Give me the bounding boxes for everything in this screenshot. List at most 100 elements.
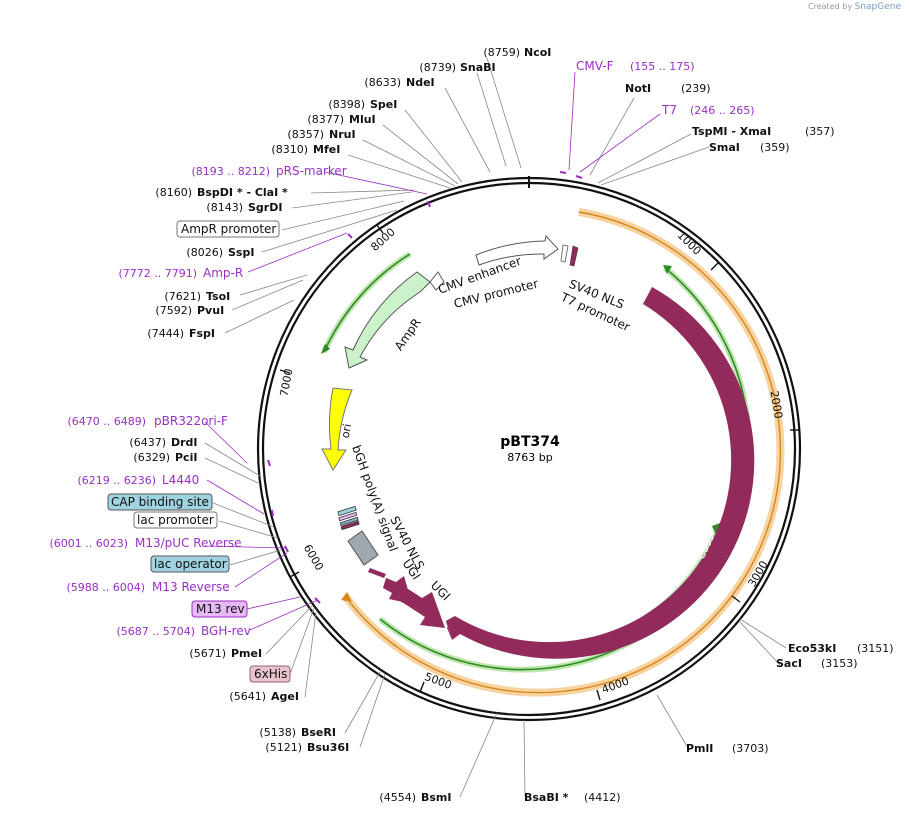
enz-name-noti[interactable]: NotI [625, 82, 651, 95]
enz-name-ncoi[interactable]: NcoI [524, 46, 551, 59]
enz-pos-pmli: (3703) [732, 742, 769, 755]
enz-pos-bspdi: (8160) [155, 186, 192, 199]
plasmid-size: 8763 bp [507, 451, 552, 464]
enz-name-mfei[interactable]: MfeI [313, 143, 340, 156]
primer-mark-l4440 [271, 509, 274, 517]
box-label-6xhis: 6xHis [254, 667, 287, 681]
primer-mark-ampr [347, 233, 353, 239]
orange-arc [344, 211, 782, 694]
green-arc1-head [663, 265, 672, 274]
cap-site-mark [337, 505, 357, 517]
tick-2000: 2000 [767, 390, 785, 420]
green-arc3-head [321, 344, 330, 354]
box-label-lac-promoter: lac promoter [137, 513, 214, 527]
enz-pos-saci: (3153) [821, 657, 858, 670]
enz-name-spei[interactable]: SpeI [370, 98, 397, 111]
cmv-enhancer-feature[interactable] [475, 234, 559, 266]
enz-pos-bsmi: (4554) [379, 791, 416, 804]
enz-name-bsmi[interactable]: BsmI [421, 791, 452, 804]
box-label-lac-operator: lac operator [154, 557, 227, 571]
primer-mark-m13puc [284, 545, 289, 553]
enz-name-bspdi[interactable]: BspDI * - ClaI * [197, 186, 288, 199]
bgh-polya-feature[interactable] [347, 530, 379, 566]
leader-lines [204, 57, 787, 798]
enz-pos-snabi: (8739) [419, 61, 456, 74]
enz-name-sspi[interactable]: SspI [228, 246, 254, 259]
enz-pos-nrui: (8357) [287, 128, 324, 141]
enz-name-sgrdi[interactable]: SgrDI [248, 201, 282, 214]
enz-name-pmli[interactable]: PmlI [686, 742, 713, 755]
box-ampr-promoter[interactable] [176, 220, 280, 238]
enz-pos-fspi: (7444) [147, 327, 184, 340]
ampr-feature[interactable] [344, 271, 431, 369]
enz-name-nrui[interactable]: NruI [329, 128, 356, 141]
primer-name-ampr[interactable]: Amp-R [203, 266, 243, 280]
ori-feature[interactable] [321, 387, 353, 471]
snapgene-credit: Created by SnapGene [808, 2, 901, 12]
ugi-arrow-2[interactable] [398, 585, 445, 628]
enz-pos-drdi: (6437) [129, 436, 166, 449]
label-ori: ori [339, 423, 354, 439]
enz-name-eco53ki[interactable]: Eco53kI [788, 642, 836, 655]
label-ampr: AmpR [392, 316, 424, 353]
primer-range-ampr: (7772 .. 7791) [118, 267, 197, 280]
enz-name-agei[interactable]: AgeI [271, 690, 299, 703]
enz-name-smai[interactable]: SmaI [709, 141, 740, 154]
enz-name-fspi[interactable]: FspI [189, 327, 215, 340]
enz-pos-sspi: (8026) [186, 246, 223, 259]
enz-name-saci[interactable]: SacI [776, 657, 802, 670]
enz-name-bseri[interactable]: BseRI [301, 726, 336, 739]
tick-7000: 7000 [278, 368, 296, 398]
enz-name-tspmi[interactable]: TspMI - XmaI [692, 125, 771, 138]
enz-name-drdi[interactable]: DrdI [171, 436, 198, 449]
enz-name-pmei[interactable]: PmeI [231, 647, 262, 660]
box-m13-rev[interactable] [191, 600, 248, 618]
box-cap-site[interactable] [107, 493, 213, 511]
primer-name-l4440[interactable]: L4440 [162, 473, 199, 487]
enz-pos-pvui: (7592) [155, 304, 192, 317]
primer-mark-t7 [575, 175, 583, 179]
enz-name-bsabi[interactable]: BsaBI * [524, 791, 569, 804]
orange-arrowhead [341, 592, 352, 602]
enz-name-mlui[interactable]: MluI [349, 113, 376, 126]
primer-name-pbr[interactable]: pBR322ori-F [154, 414, 228, 428]
lac-op-mark [339, 516, 359, 527]
primer-range-prs: (8193 .. 8212) [191, 165, 270, 178]
box-lac-promoter[interactable] [133, 511, 218, 529]
enz-pos-ndei: (8633) [364, 76, 401, 89]
enz-name-tsoi[interactable]: TsoI [206, 290, 230, 303]
primer-name-cmvf[interactable]: CMV-F [576, 59, 614, 73]
ugi-arrow-1[interactable] [383, 576, 412, 604]
primer-mark-pbr [267, 459, 271, 467]
green-arc3 [323, 253, 411, 353]
sv40-nls-lower[interactable] [368, 568, 386, 578]
enz-name-bsu36i[interactable]: Bsu36I [307, 741, 349, 754]
credit-brand: SnapGene [854, 2, 901, 12]
enz-name-pcii[interactable]: PciI [175, 451, 197, 464]
cas9-feature[interactable] [446, 287, 755, 659]
primer-name-prs[interactable]: pRS-marker [276, 164, 347, 178]
enz-pos-smai: (359) [760, 141, 790, 154]
primer-leaders [204, 71, 661, 631]
sv40-nls-upper [569, 245, 579, 267]
box-label-m13-rev: M13 rev [196, 602, 245, 616]
enz-pos-mfei: (8310) [271, 143, 308, 156]
m13-mark [338, 511, 358, 522]
box-lac-operator[interactable] [150, 555, 230, 573]
enz-pos-sgrdi: (8143) [206, 201, 243, 214]
primer-range-bgh: (5687 .. 5704) [116, 625, 195, 638]
enz-pos-pmei: (5671) [189, 647, 226, 660]
enz-name-ndei[interactable]: NdeI [406, 76, 435, 89]
enz-name-pvui[interactable]: PvuI [197, 304, 224, 317]
enz-name-snabi[interactable]: SnaBI [460, 61, 496, 74]
primer-name-m13puc[interactable]: M13/pUC Reverse [135, 536, 242, 550]
cas9-arrowhead [446, 616, 455, 640]
his-mark [340, 520, 360, 531]
box-6xhis[interactable] [249, 665, 291, 683]
primer-range-l4440: (6219 .. 6236) [77, 474, 156, 487]
primer-name-bgh[interactable]: BGH-rev [201, 624, 251, 638]
primer-name-t7[interactable]: T7 [661, 103, 677, 117]
primer-name-m13rev[interactable]: M13 Reverse [152, 580, 230, 594]
enz-pos-spei: (8398) [328, 98, 365, 111]
